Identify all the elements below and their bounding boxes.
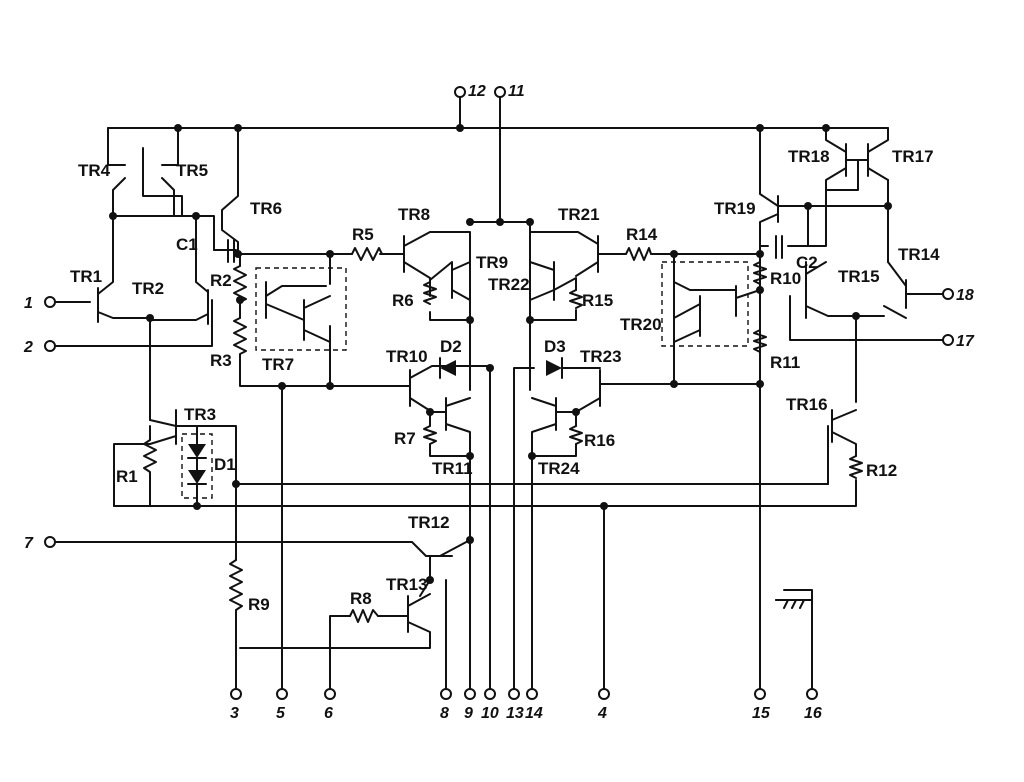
d3-symbol (546, 360, 562, 376)
r11-label: R10 (770, 269, 801, 288)
pin-3-label: 3 (230, 705, 239, 722)
pin-4-label: 4 (597, 705, 607, 722)
tr21-label: TR21 (558, 205, 600, 224)
pin-17-label: 17 (956, 333, 975, 350)
wiring (55, 97, 943, 691)
tr7-label: TR7 (262, 355, 294, 374)
r1-label: R1 (116, 467, 138, 486)
r6-label: R6 (392, 291, 414, 310)
pin-10-label: 10 (481, 705, 499, 722)
diode-symbols (187, 357, 563, 507)
tr13-label: TR13 (386, 575, 428, 594)
pin-14-label: 14 (525, 705, 543, 722)
tr5-label: TR5 (176, 161, 208, 180)
r14-label: R14 (626, 225, 658, 244)
tr19-label: TR19 (714, 199, 756, 218)
r8-symbol (349, 609, 379, 623)
r15-symbol (569, 289, 583, 309)
r3-symbol (233, 317, 247, 357)
tr16-label: TR16 (786, 395, 828, 414)
pin-12-label: 12 (468, 83, 486, 100)
r16-symbol (569, 425, 583, 445)
r9-label: R9 (248, 595, 270, 614)
tr1-label: TR1 (70, 267, 102, 286)
r11-symbol (753, 261, 767, 285)
tr24-label: TR24 (538, 459, 580, 478)
r5-label: R5 (352, 225, 374, 244)
c2-symbol (775, 235, 783, 259)
pin-2-label: 2 (23, 339, 33, 356)
tr14-label: TR14 (898, 245, 940, 264)
pin-6-label: 6 (324, 705, 333, 722)
r14-symbol (625, 247, 652, 261)
pin-1-label: 1 (24, 295, 33, 312)
pin-9-label: 9 (464, 705, 473, 722)
d1-label: D1 (214, 455, 236, 474)
tr17-label: TR17 (892, 147, 934, 166)
pin-15-label: 15 (752, 705, 771, 722)
pin-terminals (44, 86, 954, 700)
r3-label: R3 (210, 351, 232, 370)
d1-enclosure (181, 433, 213, 499)
d1b-symbol (188, 470, 206, 484)
r15-label: R15 (582, 291, 613, 310)
resistor-symbols (143, 247, 863, 627)
pin-7-label: 7 (24, 535, 34, 552)
d2-symbol (440, 360, 456, 376)
tr10-label: TR10 (386, 347, 428, 366)
d1a-symbol (188, 444, 206, 458)
junction-dots (109, 124, 892, 584)
r8-label: R8 (350, 589, 372, 608)
c2-label: C2 (796, 253, 818, 272)
tr18-label: TR18 (788, 147, 830, 166)
tr20-enclosure (661, 261, 749, 347)
tr3-label: TR3 (184, 405, 216, 424)
tr7-enclosure (255, 267, 347, 351)
component-labels: TR4 TR5 TR6 C1 TR1 TR2 R2 R3 TR7 R5 TR8 … (70, 147, 940, 614)
tr11-label: TR11 (432, 459, 473, 478)
r1-symbol (143, 439, 157, 507)
tr9-label: TR9 (476, 253, 508, 272)
r5-symbol (351, 247, 383, 261)
pin-18-label: 18 (956, 287, 974, 304)
r10-label: R12 (866, 461, 897, 480)
r12-label: R11 (770, 353, 800, 372)
r2-label: R2 (210, 271, 232, 290)
capacitor-symbols (227, 235, 783, 263)
tr22-label: TR22 (488, 275, 530, 294)
tr12-label: TR12 (408, 513, 450, 532)
tr20-label: TR20 (620, 315, 662, 334)
c1-symbol (227, 239, 235, 263)
pin-13-label: 13 (506, 705, 524, 722)
r7-symbol (423, 425, 437, 445)
dashed-enclosures (181, 261, 749, 499)
r16-label: R16 (584, 431, 615, 450)
tr6-label: TR6 (250, 199, 282, 218)
pin-8-label: 8 (440, 705, 449, 722)
r6-symbol (423, 281, 437, 305)
pin-11-label: 11 (508, 83, 525, 100)
d3-label: D3 (544, 337, 566, 356)
pin-16-label: 16 (804, 705, 822, 722)
c1-label: C1 (176, 235, 198, 254)
d2-label: D2 (440, 337, 462, 356)
r10-symbol (849, 455, 863, 479)
tr15-label: TR15 (838, 267, 880, 286)
r9-symbol (229, 559, 243, 627)
tr23-label: TR23 (580, 347, 622, 366)
r12-symbol (753, 329, 767, 353)
tr2-label: TR2 (132, 279, 164, 298)
tr8-label: TR8 (398, 205, 430, 224)
pin-5-label: 5 (276, 705, 286, 722)
pin-labels: 1 2 7 12 11 18 17 3 5 6 8 9 10 13 14 4 1… (23, 83, 975, 722)
tr4-label: TR4 (78, 161, 111, 180)
r7-label: R7 (394, 429, 416, 448)
